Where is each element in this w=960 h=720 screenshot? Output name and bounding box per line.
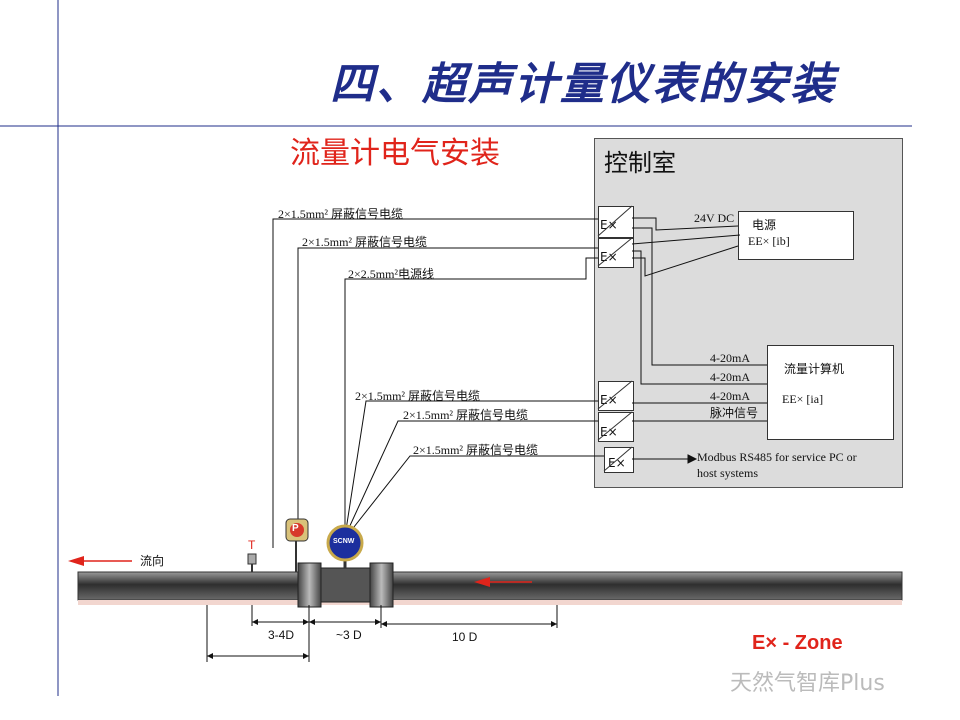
signal-label-3: 4-20mA xyxy=(710,389,750,403)
signal-label-2: 4-20mA xyxy=(710,370,750,384)
flow-computer-title: 流量计算机 xyxy=(784,362,845,376)
temp-sensor-label: T xyxy=(248,538,256,552)
cable-run-1 xyxy=(272,218,598,548)
temp-sensor-head xyxy=(247,553,257,565)
meter-head xyxy=(326,524,364,562)
pressure-transmitter-label: P xyxy=(292,523,299,534)
wire-ex1-power xyxy=(632,217,739,231)
ex-barrier-1 xyxy=(598,206,634,238)
cable-label-2: 2×1.5mm² 屏蔽信号电缆 xyxy=(302,235,428,249)
power-supply-rating: EE× [ib] xyxy=(748,234,790,248)
modbus-label-line2: host systems xyxy=(697,466,759,480)
meter-body xyxy=(320,567,371,603)
power-supply-title: 电源 xyxy=(752,218,777,232)
ex-zone-label: E× - Zone xyxy=(752,632,843,654)
cable-run-4 xyxy=(345,400,598,531)
cable-run-6 xyxy=(349,455,604,533)
cable-run-3 xyxy=(344,257,598,530)
wire-ex1-computer xyxy=(632,227,767,366)
ex-barrier-1-label: E× xyxy=(600,218,618,232)
dim-label-3-4d: 3-4D xyxy=(268,628,295,642)
ex-barrier-4-label: E× xyxy=(600,425,618,439)
ex-barrier-3 xyxy=(598,381,634,411)
pipe-shadow xyxy=(78,600,902,605)
signal-label-pulse: 脉冲信号 xyxy=(710,406,759,420)
modbus-label-line1: Modbus RS485 for service PC or xyxy=(697,450,857,464)
cable-label-5: 2×1.5mm² 屏蔽信号电缆 xyxy=(403,408,529,422)
wire-ex2-power xyxy=(631,234,741,245)
dim-label-10d: 10 D xyxy=(452,630,478,644)
dim-label-3d: ~3 D xyxy=(336,628,362,642)
pressure-badge xyxy=(290,523,304,537)
power-supply-box xyxy=(738,211,854,260)
page-title: 四、超声计量仪表的安装 xyxy=(330,59,836,110)
modbus-arrow-head xyxy=(687,454,698,464)
cable-label-3: 2×2.5mm²电源线 xyxy=(348,267,435,281)
ex-barrier-4 xyxy=(598,412,634,442)
wire-ex2-computer xyxy=(632,250,767,385)
watermark: 天然气智库Plus xyxy=(730,671,885,696)
flow-computer-rating: EE× [ia] xyxy=(782,392,824,406)
cable-label-6: 2×1.5mm² 屏蔽信号电缆 xyxy=(413,443,539,457)
flange-left xyxy=(297,562,322,608)
voltage-label: 24V DC xyxy=(694,211,735,225)
signal-label-1: 4-20mA xyxy=(710,351,750,365)
control-room-title: 控制室 xyxy=(604,149,676,177)
flange-right xyxy=(369,562,394,608)
ex-barrier-5 xyxy=(604,447,634,473)
direction-arrow-head xyxy=(68,556,84,566)
cable-label-1: 2×1.5mm² 屏蔽信号电缆 xyxy=(278,207,404,221)
flow-direction-label: 流向 xyxy=(140,554,165,568)
meter-head-label: SCNW xyxy=(333,538,355,545)
ex-barrier-5-label: E× xyxy=(608,456,626,470)
wire-ex2-power-b xyxy=(632,245,739,277)
cable-run-5 xyxy=(347,420,598,531)
ex-barrier-2 xyxy=(598,238,634,268)
flow-computer-box xyxy=(767,345,894,440)
cable-label-4: 2×1.5mm² 屏蔽信号电缆 xyxy=(355,389,481,403)
cable-run-2 xyxy=(297,247,598,523)
diagram-subtitle: 流量计电气安装 xyxy=(290,136,500,171)
flow-arrow-head xyxy=(474,577,490,587)
